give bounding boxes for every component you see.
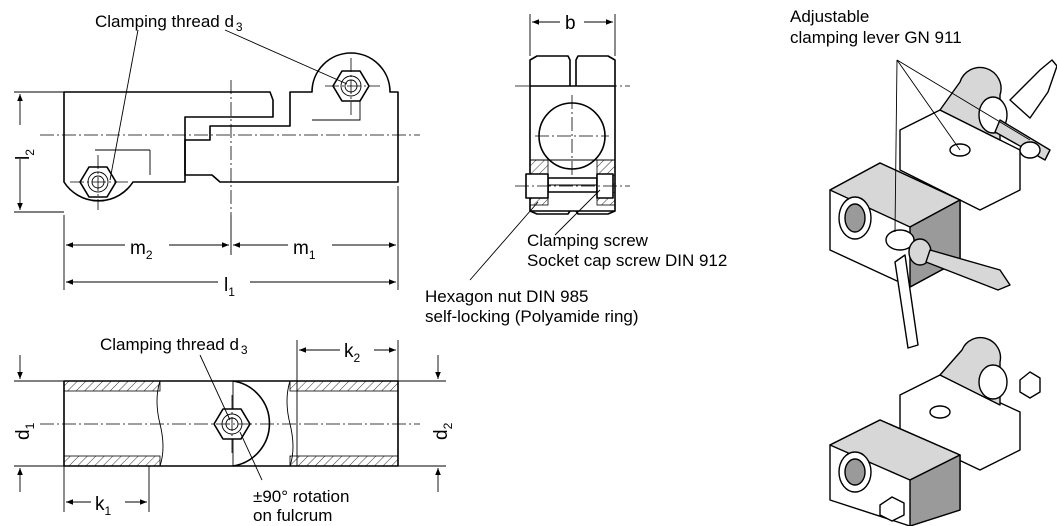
front-view	[14, 29, 420, 290]
dim-d1: d1	[13, 422, 37, 440]
dim-b: b	[565, 13, 576, 34]
label-rotation-line1: ±90° rotation	[253, 487, 349, 506]
dim-m1: m1	[293, 238, 316, 262]
label-screw-line2: Socket cap screw DIN 912	[527, 251, 727, 270]
dim-m2: m2	[130, 238, 153, 262]
dim-k2: k2	[344, 341, 361, 365]
iso-with-lever	[829, 59, 1057, 349]
dim-k1: k1	[95, 494, 112, 518]
dim-l2: l2	[13, 149, 37, 160]
label-rotation-line2: on fulcrum	[253, 506, 332, 525]
label-nut-line1: Hexagon nut DIN 985	[425, 287, 589, 306]
section-view	[14, 340, 446, 512]
iso-without-lever	[829, 336, 1041, 526]
dim-d2: d2	[431, 422, 455, 440]
label-lever-line2: clamping lever GN 911	[790, 28, 962, 47]
label-screw-line1: Clamping screw	[527, 231, 649, 250]
dim-l1: l1	[224, 275, 235, 299]
label-lever-line1: Adjustable	[790, 7, 869, 26]
label-nut-line2: self-locking (Polyamide ring)	[425, 307, 639, 326]
side-view	[469, 14, 630, 281]
l2-label-bg	[8, 125, 34, 159]
